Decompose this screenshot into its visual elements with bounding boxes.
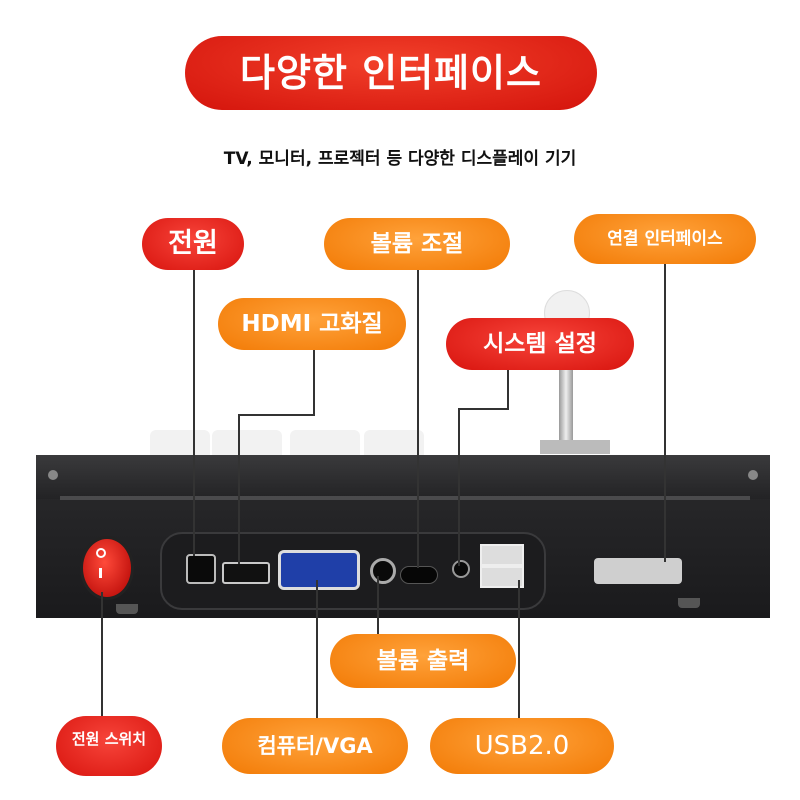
arcade-button <box>290 430 360 456</box>
leader-line-volume <box>417 268 419 568</box>
console-lid <box>36 455 770 499</box>
page-subtitle: TV, 모니터, 프로젝터 등 다양한 디스플레이 기기 <box>223 149 577 169</box>
connection-interface-port <box>594 558 682 584</box>
label-connection-interface: 연결 인터페이스 <box>574 214 756 264</box>
leader-line-system-v1 <box>507 370 509 410</box>
leader-line-power-switch <box>101 592 103 722</box>
arcade-button <box>212 430 282 456</box>
leader-line-volume-output <box>377 576 379 636</box>
power-switch <box>80 536 134 600</box>
arcade-button <box>150 430 210 456</box>
label-hdmi: HDMI 고화질 <box>218 298 406 350</box>
label-volume-output: 볼륨 출력 <box>330 634 516 688</box>
usb-port-lower <box>480 566 524 588</box>
rubber-foot <box>116 604 138 614</box>
screw <box>748 470 758 480</box>
joystick-base <box>540 440 610 454</box>
hdmi-port <box>222 562 270 584</box>
arcade-button <box>364 430 424 456</box>
usb-port-upper <box>480 544 524 566</box>
console-rim <box>60 496 750 500</box>
leader-line-usb <box>518 580 520 722</box>
power-off-mark <box>96 548 106 558</box>
audio-output-port <box>370 558 396 584</box>
leader-line-vga <box>316 580 318 722</box>
leader-line-hdmi-v1 <box>313 350 315 416</box>
settings-button-port <box>452 560 470 578</box>
rubber-foot <box>678 598 700 608</box>
label-computer-vga: 컴퓨터/VGA <box>222 718 408 774</box>
joystick-shaft <box>559 364 573 454</box>
page-title: 다양한 인터페이스 <box>185 36 597 110</box>
screw <box>48 470 58 480</box>
power-on-mark <box>99 568 102 578</box>
volume-knob <box>400 566 438 584</box>
label-system-settings: 시스템 설정 <box>446 318 634 370</box>
label-volume-control: 볼륨 조절 <box>324 218 510 270</box>
leader-line-connection <box>664 262 666 562</box>
leader-line-system-v2 <box>458 408 460 566</box>
dc-power-port <box>186 554 216 584</box>
leader-line-hdmi-h <box>238 414 314 416</box>
leader-line-power <box>193 266 195 556</box>
label-usb: USB2.0 <box>430 718 614 774</box>
label-power: 전원 <box>142 218 244 270</box>
vga-port <box>278 550 360 590</box>
leader-line-system-h <box>458 408 508 410</box>
label-power-switch: 전원 스위치 <box>56 716 162 776</box>
leader-line-hdmi-v2 <box>238 414 240 564</box>
